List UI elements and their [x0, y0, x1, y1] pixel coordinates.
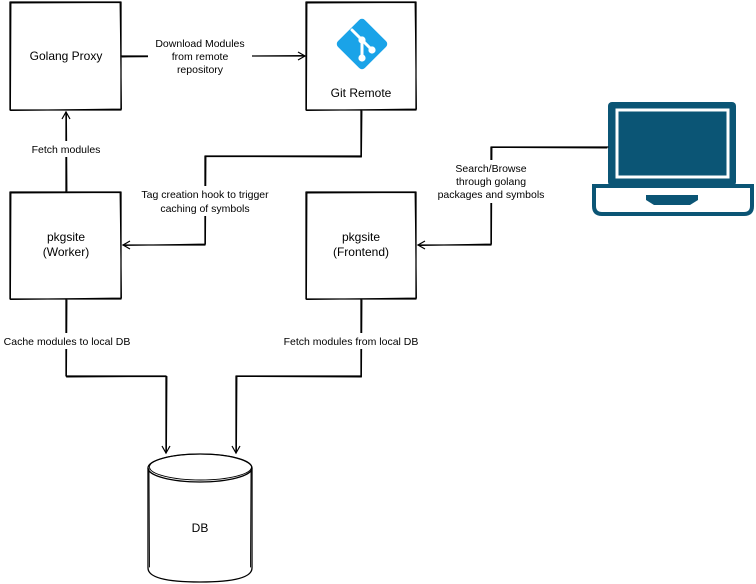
golang-proxy-node[interactable]: Golang Proxy [9, 1, 122, 111]
edge-search-browse: Search/Browse through golang packages an… [416, 146, 609, 250]
git-icon [336, 18, 388, 70]
tag-hook-label-line2: caching of symbols [160, 203, 249, 215]
fetch-local-label: Fetch modules from local DB [284, 336, 419, 348]
git-remote-label: Git Remote [331, 86, 392, 100]
frontend-label-line1: pkgsite [342, 230, 380, 244]
db-label: DB [192, 521, 209, 535]
frontend-label-line2: (Frontend) [333, 245, 389, 259]
db-node[interactable]: DB [147, 453, 253, 583]
golang-proxy-label: Golang Proxy [30, 49, 103, 63]
edge-fetch-local: Fetch modules from local DB [231, 298, 423, 455]
search-label-line3: packages and symbols [438, 189, 545, 201]
worker-node[interactable]: pkgsite (Worker) [9, 191, 122, 300]
cache-modules-label: Cache modules to local DB [4, 336, 131, 348]
edge-cache-modules: Cache modules to local DB [0, 298, 171, 455]
search-label-line1: Search/Browse [455, 163, 526, 175]
tag-hook-label-line1: Tag creation hook to trigger [141, 189, 269, 201]
edge-tag-hook: Tag creation hook to trigger caching of … [121, 109, 363, 250]
laptop-icon [592, 102, 754, 216]
download-label-line3: repository [177, 64, 224, 76]
worker-label-line1: pkgsite [47, 230, 85, 244]
worker-label-line2: (Worker) [43, 245, 89, 259]
download-label-line2: from remote [172, 51, 229, 63]
download-label-line1: Download Modules [155, 38, 244, 50]
frontend-node[interactable]: pkgsite (Frontend) [305, 191, 417, 300]
git-remote-node[interactable]: Git Remote [305, 1, 417, 111]
edge-download-modules: Download Modules from remote repository [120, 35, 307, 78]
fetch-modules-label: Fetch modules [32, 144, 101, 156]
search-label-line2: through golang [456, 176, 526, 188]
edge-fetch-modules: Fetch modules [26, 110, 106, 193]
